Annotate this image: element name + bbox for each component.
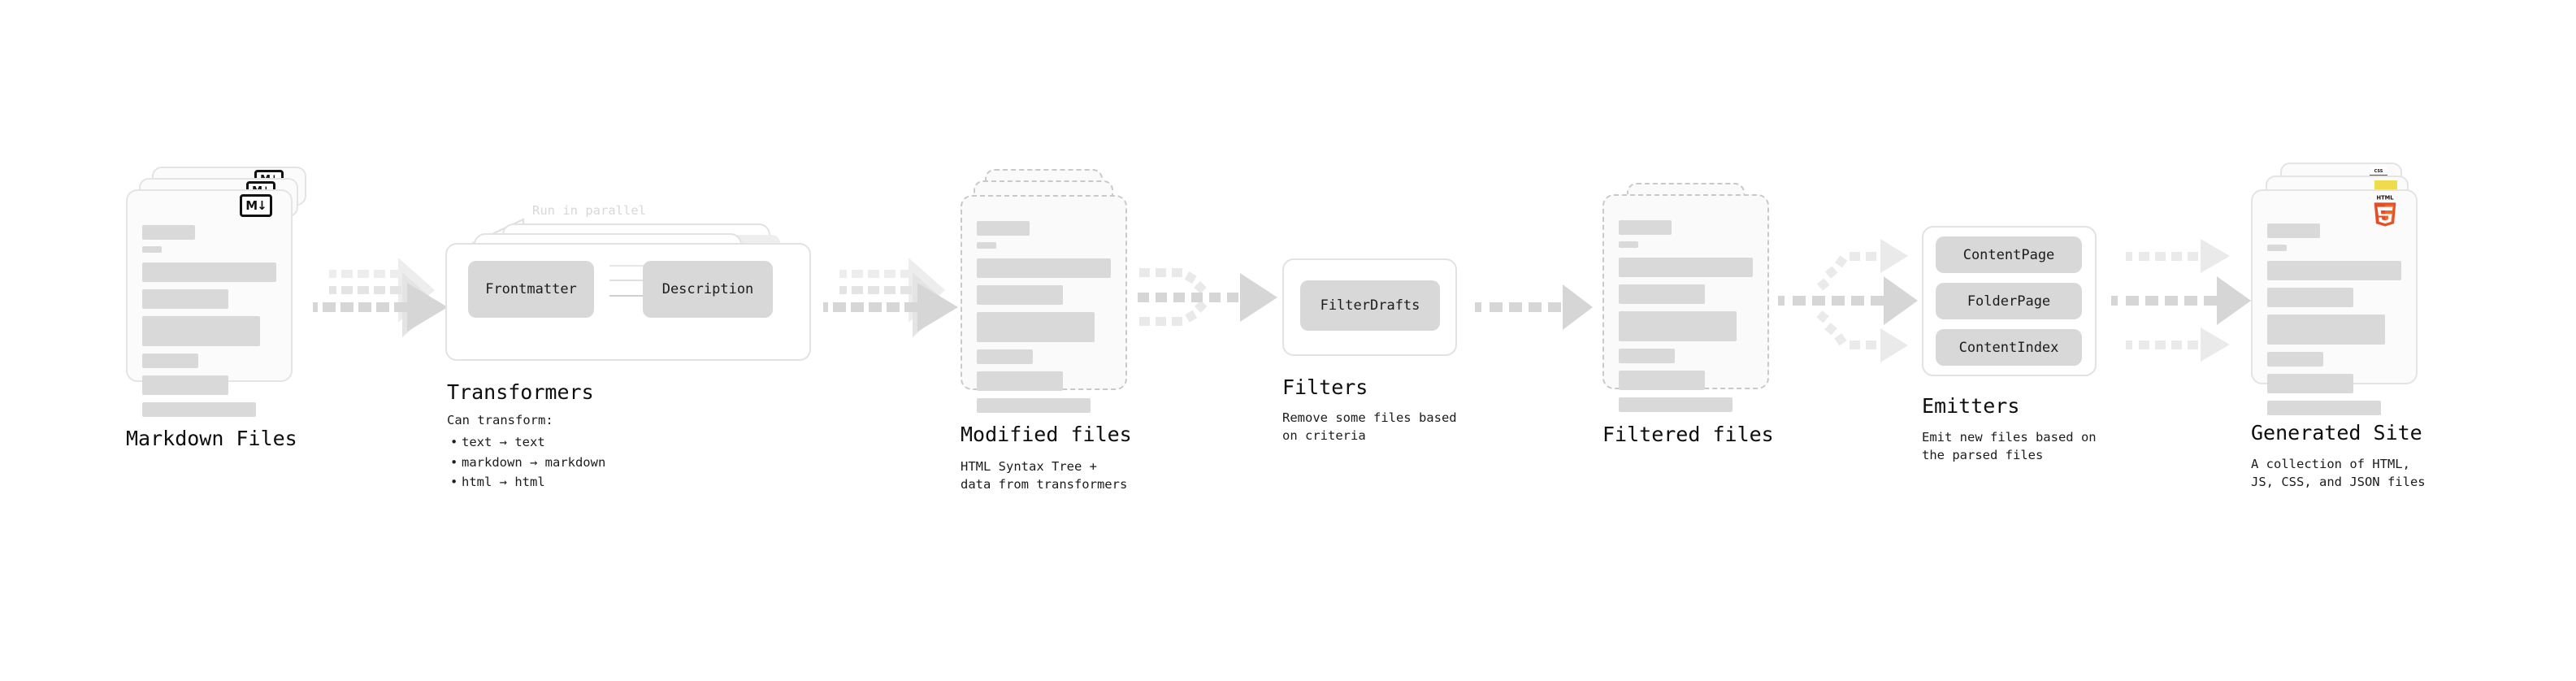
modified-files-title: Modified files <box>961 423 1132 446</box>
markdown-card-front <box>126 189 293 417</box>
filtered-card-front <box>1602 194 1769 412</box>
modified-card-lines <box>977 221 1111 419</box>
emitters-title: Emitters <box>1922 394 2020 418</box>
modified-to-filters-arrow <box>1138 268 1277 326</box>
transformers-bullet-2: html → html <box>450 472 605 492</box>
transformers-bullets-header: Can transform: <box>447 413 553 427</box>
md-to-transformers-arrow <box>313 258 448 337</box>
transformers-group-stack: Frontmatter Description <box>445 223 827 362</box>
emitters-chip-contentindex[interactable]: ContentIndex <box>1936 329 2082 366</box>
filtered-card-lines <box>1619 220 1753 419</box>
markdown-icon: M↓ <box>240 194 272 217</box>
modified-files-subtitle: HTML Syntax Tree + data from transformer… <box>961 459 1128 492</box>
emitters-chip-contentpage[interactable]: ContentPage <box>1936 236 2082 273</box>
markdown-files-title: Markdown Files <box>126 427 297 450</box>
emitters-to-site-arrow <box>2111 239 2251 362</box>
html5-icon: HTML <box>2374 195 2396 227</box>
generated-site-title: Generated Site <box>2251 421 2422 445</box>
markdown-files-card-stack: M↓ M↓ M↓ <box>126 167 313 417</box>
filters-subtitle: Remove some files based on criteria <box>1282 410 1457 444</box>
transformers-bullet-0: text → text <box>450 432 605 453</box>
generated-site-card-stack: CSS HTML <box>2251 163 2454 415</box>
markdown-card-lines <box>142 225 276 423</box>
transformers-chip-frontmatter[interactable]: Frontmatter <box>468 261 594 318</box>
transformers-bullets: Can transform: text → text markdown → ma… <box>447 410 605 492</box>
filters-title: Filters <box>1282 375 1368 399</box>
svg-text:HTML: HTML <box>2377 195 2395 202</box>
transformers-to-modified-arrow <box>823 258 958 337</box>
modified-card-front <box>961 195 1127 413</box>
site-card-lines <box>2267 223 2401 422</box>
css-icon-label: CSS <box>2374 169 2383 174</box>
run-in-parallel-note: Run in parallel <box>532 203 646 218</box>
filtered-files-card-stack <box>1602 183 1789 412</box>
transformers-title: Transformers <box>447 380 594 404</box>
modified-files-card-stack <box>961 169 1147 413</box>
filtered-files-title: Filtered files <box>1602 423 1774 446</box>
emitters-subtitle: Emit new files based on the parsed files <box>1922 430 2097 463</box>
filters-to-filtered-arrow <box>1475 284 1593 330</box>
emitters-chip-folderpage[interactable]: FolderPage <box>1936 283 2082 319</box>
transformers-bullet-1: markdown → markdown <box>450 453 605 473</box>
generated-site-subtitle: A collection of HTML, JS, CSS, and JSON … <box>2251 457 2426 490</box>
transformers-chip-description[interactable]: Description <box>643 261 773 318</box>
filters-chip-filterdrafts[interactable]: FilterDrafts <box>1300 280 1440 331</box>
filtered-to-emitters-arrow <box>1778 239 1918 362</box>
